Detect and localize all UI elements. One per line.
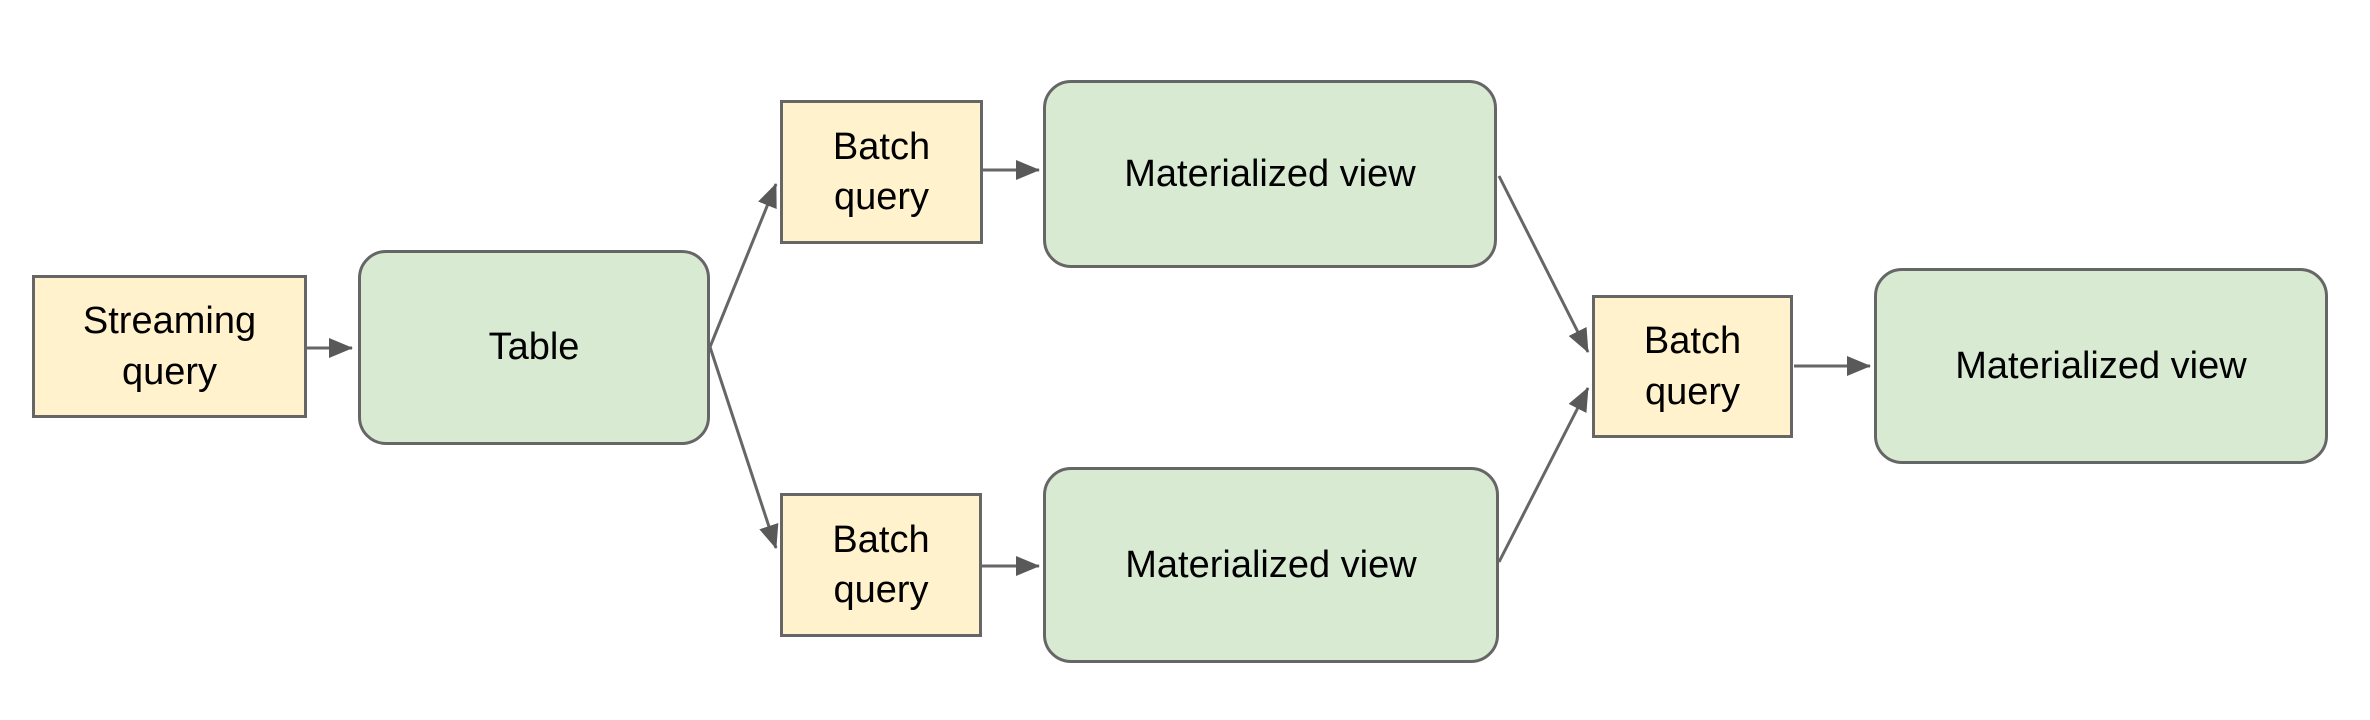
- arrow-materialized-view-bottom-to-batch-query-final: [1497, 387, 1590, 563]
- node-batch-query-top: Batch query: [780, 100, 983, 244]
- node-materialized-view-top: Materialized view: [1043, 80, 1497, 268]
- node-label: Batch query: [832, 125, 931, 218]
- node-label: Streaming query: [82, 300, 257, 393]
- node-streaming-query: Streaming query: [32, 275, 307, 418]
- node-label: Materialized view: [1125, 543, 1417, 586]
- arrow-materialized-view-top-to-batch-query-final: [1497, 175, 1590, 353]
- node-table: Table: [358, 250, 710, 445]
- node-batch-query-bottom: Batch query: [780, 493, 982, 637]
- node-label: Materialized view: [1124, 152, 1416, 195]
- node-label: Materialized view: [1955, 344, 2247, 387]
- node-label: Batch query: [1643, 320, 1742, 413]
- node-materialized-view-bottom: Materialized view: [1043, 467, 1499, 663]
- node-batch-query-final: Batch query: [1592, 295, 1793, 438]
- node-materialized-view-final: Materialized view: [1874, 268, 2328, 464]
- node-label: Batch query: [832, 518, 930, 611]
- arrow-table-to-batch-query-bottom: [708, 346, 779, 549]
- node-label: Table: [488, 326, 580, 369]
- arrow-table-to-batch-query-top: [708, 183, 778, 348]
